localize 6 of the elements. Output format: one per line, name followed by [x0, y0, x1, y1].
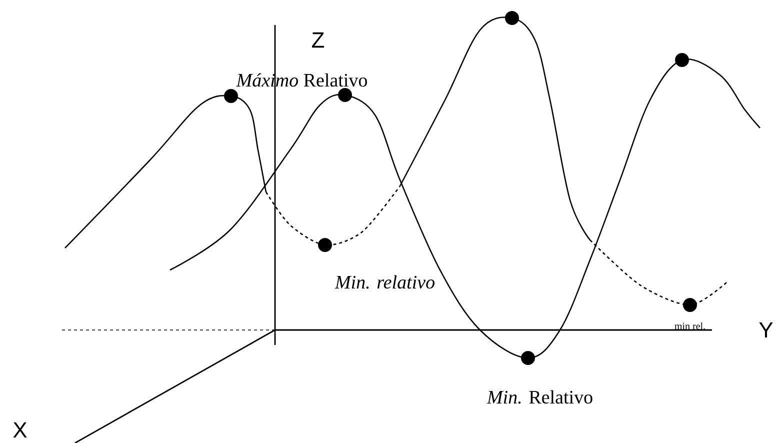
curve-label: min rel. — [674, 322, 705, 330]
axis-label: Z — [312, 32, 324, 48]
curve-label: Min. Relativo — [486, 390, 592, 404]
curve-label: Min. relativo — [334, 275, 434, 289]
axis-label: Y — [759, 322, 773, 338]
axis-label: X — [13, 422, 27, 438]
